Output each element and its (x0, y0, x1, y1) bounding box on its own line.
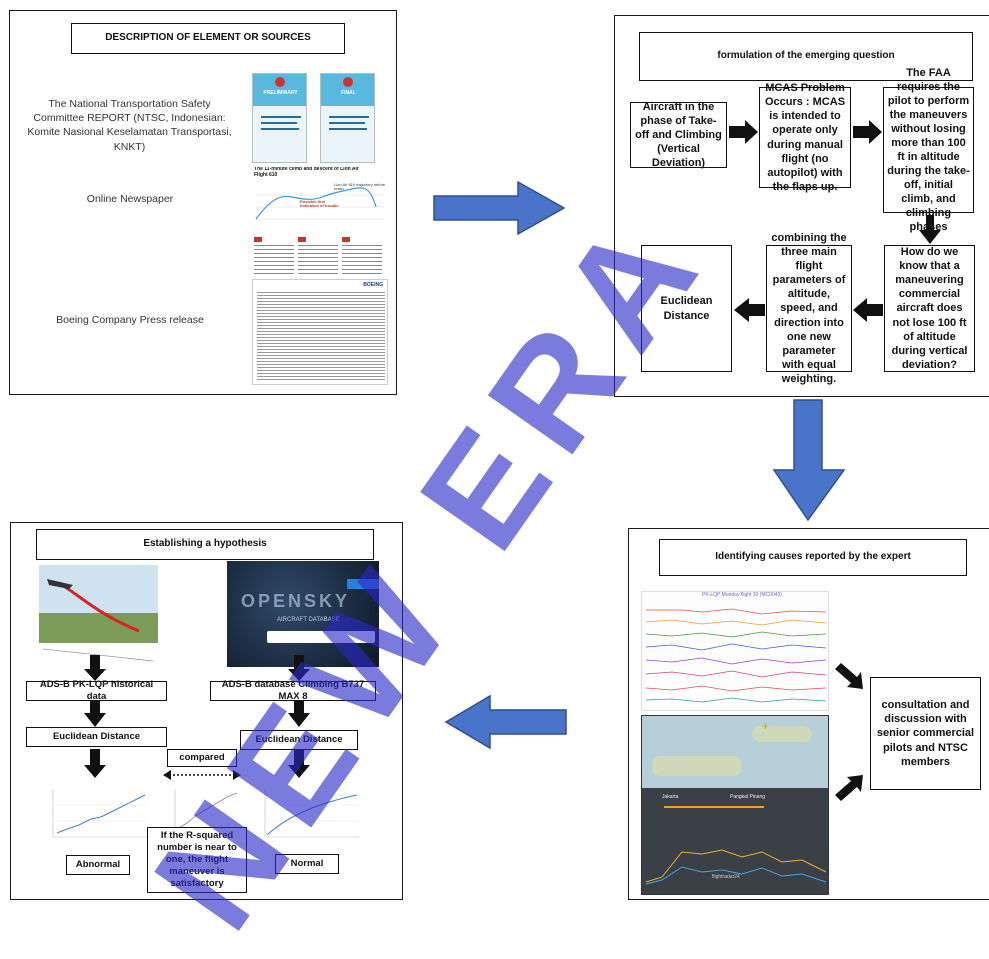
hypothesis-panel: Establishing a hypothesis OPENSKY AIRCRA… (10, 522, 403, 900)
final-label: FINAL (341, 90, 356, 96)
arrow-question-to-combine (853, 298, 883, 322)
opensky-subtitle: AIRCRAFT DATABASE (277, 617, 340, 623)
question-panel: formulation of the emerging question Air… (614, 15, 989, 397)
final-report-cover: FINAL (320, 73, 375, 163)
newspaper-annotation-trouble: Possible first indication of trouble (300, 199, 339, 209)
route-from: Jakarta (662, 794, 679, 800)
arrow-photo-to-label (84, 655, 106, 681)
flightradar-logo: flightradar24 (712, 874, 740, 880)
box-faa-requirement: The FAA requires the pilot to perform th… (883, 67, 974, 233)
box-euclidean-distance: Euclidean Distance (641, 245, 732, 372)
preliminary-report-cover: PRELIMINARY (252, 73, 307, 163)
opensky-logo: OPENSKY (241, 591, 351, 611)
boeing-logo: BOEING (363, 282, 383, 288)
newspaper-chart-title: The 11-minute climb and descent of Lion … (254, 167, 359, 178)
arrow-map-to-consult (835, 775, 863, 801)
arrow-panel1-to-panel2 (433, 180, 566, 236)
boeing-press-release-clip: BOEING (252, 279, 388, 385)
compared-arrowhead-left (163, 770, 171, 780)
newspaper-annotation-trajectory: Lion Air 610 trajectory before crash (334, 182, 386, 192)
sources-panel: DESCRIPTION OF ELEMENT OR SOURCES The Na… (9, 10, 397, 395)
hypothesis-title: Establishing a hypothesis (36, 529, 374, 560)
opensky-screenshot: OPENSKY AIRCRAFT DATABASE (227, 561, 379, 667)
consult-arrows (835, 663, 863, 801)
takeoff-photo (39, 565, 158, 665)
label-adsb-database: ADS-B database Climbing B737 MAX 8 (210, 679, 376, 702)
euclidean-left: Euclidean Distance (26, 727, 167, 747)
newspaper-text-clip (254, 235, 388, 279)
arrow-left-label-to-euclid (84, 701, 106, 727)
arrow-aircraft-to-mcas (729, 120, 758, 144)
plane-icon: ✈ (762, 722, 769, 731)
compared-arrowhead-right (233, 770, 241, 780)
box-consultation: consultation and discussion with senior … (870, 677, 981, 790)
label-adsb-historical: ADS-B PK-LQP historical data (26, 679, 167, 702)
compared-label: compared (167, 749, 237, 767)
opensky-add-button[interactable] (347, 579, 379, 589)
box-aircraft-phase: Aircraft in the phase of Take-off and Cl… (630, 101, 727, 169)
opensky-search-input[interactable] (267, 631, 375, 643)
arrow-panel3-to-panel4 (444, 694, 567, 750)
newspaper-chart-clip: The 11-minute climb and descent of Lion … (252, 167, 388, 229)
abnormal-chart-thumb (47, 785, 151, 845)
normal-chart-thumb (259, 785, 363, 845)
hypothesis-arrows (84, 655, 310, 780)
causes-title: Identifying causes reported by the exper… (659, 539, 967, 576)
flightradar-image: ✈ Jakarta Pangkal Pinang flightradar24 (641, 715, 829, 895)
normal-label: Normal (275, 854, 339, 874)
arrow-panel2-to-panel3 (772, 399, 846, 522)
arrow-right-euclid-to-chart (288, 749, 310, 778)
flight-map: ✈ (642, 716, 828, 788)
sources-title: DESCRIPTION OF ELEMENT OR SOURCES (71, 23, 345, 54)
source-ntsc: The National Transportation Safety Commi… (27, 98, 232, 153)
source-boeing: Boeing Company Press release (56, 314, 204, 326)
source-newspaper: Online Newspaper (86, 193, 174, 205)
box-question: How do we know that a maneuvering commer… (884, 245, 975, 372)
arrow-opensky-to-label (288, 655, 310, 681)
fdr-plot-image: PK-LQP Moriday flight 30 (MC0043) (641, 591, 829, 711)
question-flow-arrows (729, 120, 941, 322)
preliminary-label: PRELIMINARY (263, 90, 298, 96)
causes-panel: Identifying causes reported by the exper… (628, 528, 989, 900)
arrow-right-label-to-euclid (288, 701, 310, 727)
question-title: formulation of the emerging question (639, 32, 973, 81)
arrow-left-euclid-to-chart (84, 749, 106, 778)
box-mcas-problem: MCAS Problem Occurs : MCAS is intended t… (759, 82, 851, 193)
arrow-mcas-to-faa (853, 120, 882, 144)
euclidean-right: Euclidean Distance (240, 730, 358, 750)
arrow-faa-to-question (919, 215, 941, 244)
arrow-combine-to-euclid (734, 298, 765, 322)
fdr-plot-title: PK-LQP Moriday flight 30 (MC0043) (702, 592, 782, 598)
arrow-fdr-to-consult (835, 663, 863, 689)
rsquared-box: If the R-squared number is near to one, … (147, 827, 247, 893)
route-to: Pangkal Pinang (730, 794, 766, 800)
abnormal-label: Abnormal (66, 855, 130, 875)
